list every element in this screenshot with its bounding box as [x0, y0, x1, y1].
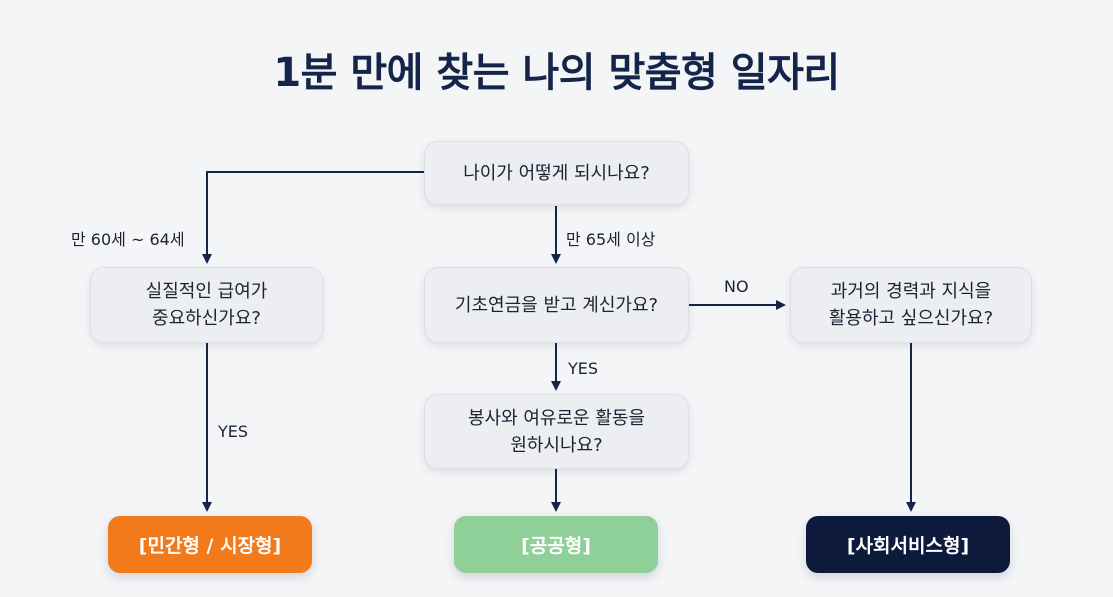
salary-question-node: 실질적인 급여가 중요하신가요?: [90, 267, 323, 343]
edge-label-age-65-plus: 만 65세 이상: [566, 230, 656, 249]
result-social-service: [사회서비스형]: [806, 516, 1010, 573]
edge-label-salary-yes: YES: [218, 422, 249, 441]
page-title: 1분 만에 찾는 나의 맞춤형 일자리: [273, 50, 840, 96]
pension-question-node: 기초연금을 받고 계신가요?: [424, 267, 689, 343]
connector-age-to-salary: [202, 171, 424, 264]
volunteer-question-node: 봉사와 여유로운 활동을 원하시나요?: [424, 394, 689, 469]
experience-question-node: 과거의 경력과 지식을 활용하고 싶으신가요?: [790, 267, 1032, 343]
result-public: [공공형]: [454, 516, 658, 573]
edge-label-pension-yes: YES: [568, 359, 599, 378]
edge-label-pension-no: NO: [724, 277, 749, 296]
edge-label-age-60-64: 만 60세 ~ 64세: [71, 230, 185, 249]
result-private-market: [민간형 / 시장형]: [108, 516, 312, 573]
age-question-node: 나이가 어떻게 되시나요?: [424, 141, 689, 205]
